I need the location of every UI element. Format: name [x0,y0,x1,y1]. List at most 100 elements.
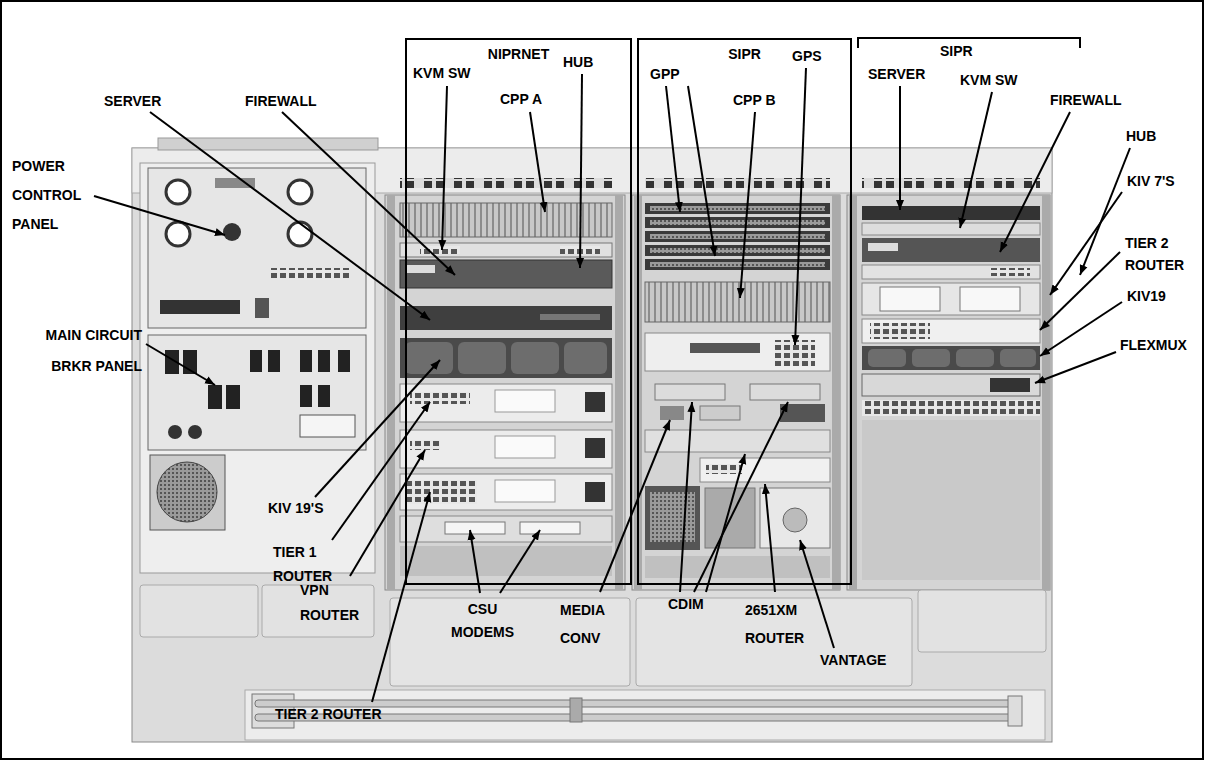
leader-line [899,86,901,210]
gauge [288,180,312,204]
power-module [585,482,605,502]
leader-line [442,86,447,250]
csu-modem [520,522,580,534]
callout-label: GPS [792,48,822,64]
callout-label: HUB [563,54,593,70]
leader-line [666,86,680,212]
breaker [250,350,262,372]
tier1-router-unit [400,384,612,422]
leader-line [94,196,225,235]
callout-label: FLEXMUX [1120,337,1187,353]
vpn-router-unit [400,430,612,468]
callout-label: MAIN CIRCUIT BRKR PANEL [10,320,142,382]
main-breaker-panel [148,335,366,450]
badge [405,265,435,273]
leader-lines [94,68,1130,702]
leader-line [680,402,692,592]
rack-rail [832,195,840,590]
outlet-box [300,415,355,437]
callout-label: POWER CONTROL PANEL [12,152,92,239]
leader-line [372,492,430,702]
callout-label: SERVER [868,66,925,82]
module [495,390,555,412]
rack-niprnet [385,195,625,590]
kiv19-module [405,342,453,374]
callout-label: KIV19 [1127,288,1166,304]
gauge [288,222,312,246]
callout-label: KVM SW [413,65,471,81]
leader-line [1040,302,1122,356]
handle-bar [255,700,1020,707]
rack-rail [387,195,395,590]
network-enclave-box: NIPRNET [405,38,632,585]
callout-label: CPP B [733,92,776,108]
enclave-heading: NIPRNET [407,40,630,62]
kiv19-shelf [862,346,1040,370]
csu-modem [445,522,505,534]
vent [650,206,825,211]
ports [410,392,470,404]
firewall-unit [862,238,1040,262]
callout-label: TIER 2 ROUTER [1125,232,1195,276]
gauge [166,180,190,204]
leader-line [1000,112,1070,252]
equipment-block [645,486,700,550]
callout-label: KIV 19'S [268,500,323,516]
leader-line [765,484,775,592]
callout-label: FIREWALL [1050,92,1122,108]
breaker [300,350,312,372]
ports [410,440,440,450]
cpp-unit [645,282,830,322]
rack-rail [615,195,623,590]
callout-label: VANTAGE [820,652,886,668]
connector [188,425,202,439]
gpp-unit [645,259,830,270]
callout-label: KVM SW [960,72,1018,88]
leader-line [1035,352,1116,383]
vent [650,220,825,225]
handle-end [1008,696,1022,726]
rack-frame [385,195,625,590]
selector-knob [223,223,241,241]
switch-row [270,268,350,280]
vantage-dial [783,508,807,532]
rack-sipr-right [847,195,1050,590]
display [690,343,760,353]
cdim-unit [750,384,820,400]
kiv19-module [564,342,607,374]
leader-line [800,540,834,648]
handle-clamp [570,698,582,722]
switch [255,298,269,318]
kiv7-unit [880,287,940,311]
callout-label: KIV 7'S [1127,173,1175,189]
callout-label: CPP A [500,91,542,107]
kiv19-module [868,349,906,367]
panel-frame [140,163,375,573]
kiv19-module [956,349,994,367]
gpp-unit [645,203,830,214]
tier2-router-unit [400,474,612,510]
breaker [318,385,330,407]
caution-plate [160,300,240,314]
rack-frame [847,195,1050,590]
callout-label: FIREWALL [245,93,317,109]
leader-line [688,86,715,256]
power-module [585,438,605,458]
vent [650,492,695,542]
kiv19-shelf [400,338,612,378]
ports [405,480,477,504]
leader-line [795,68,806,345]
leader-line [740,112,755,298]
ports [870,323,930,339]
leader-line [694,402,788,592]
power-module [585,392,605,412]
leader-line [1040,252,1120,330]
blank-panel [645,556,830,578]
rack-frame [632,195,840,590]
kiv19-module [1000,349,1036,367]
callout-label: CSU MODEMS [440,598,525,644]
leader-line [150,112,430,320]
